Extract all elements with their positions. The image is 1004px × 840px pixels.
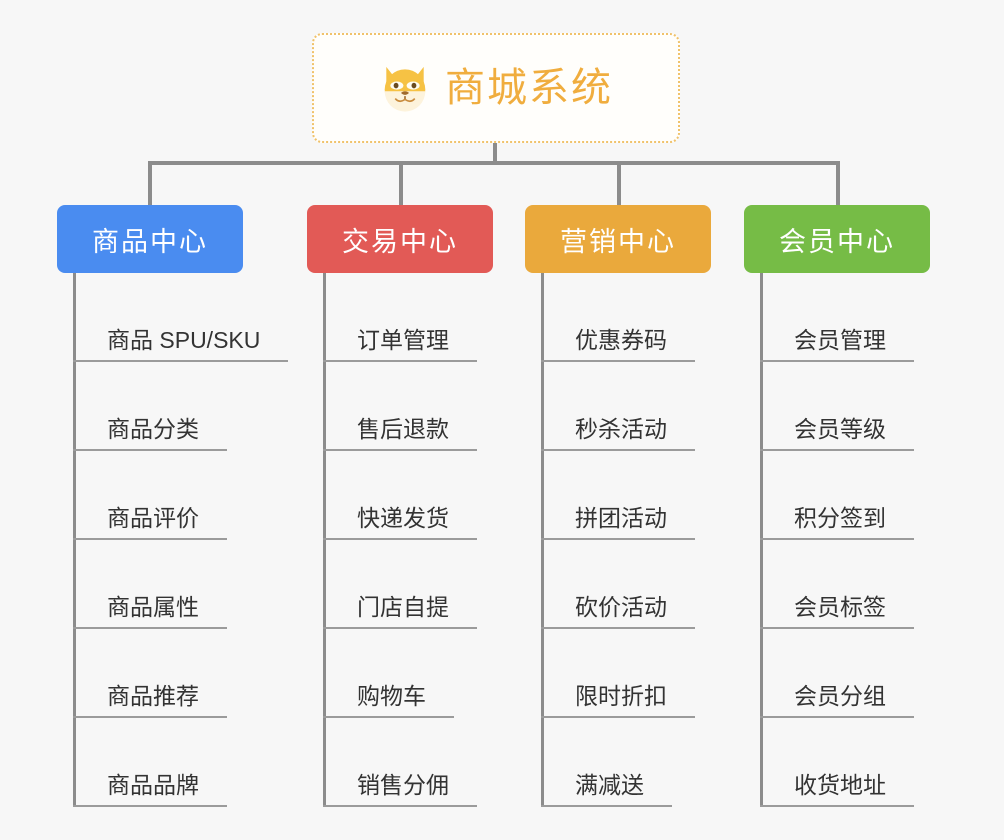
leaf-underline — [73, 627, 227, 629]
branch-header-2[interactable]: 交易中心 — [307, 205, 493, 273]
leaf-label: 会员分组 — [794, 683, 886, 709]
leaf-underline — [541, 360, 695, 362]
branch-product-center: 商品中心 商品 SPU/SKU 商品分类 商品评价 商品属性 商品推荐 — [57, 205, 357, 807]
leaf-label: 销售分佣 — [357, 772, 449, 798]
branch-header-1[interactable]: 商品中心 — [57, 205, 243, 273]
leaf-label: 快递发货 — [357, 505, 449, 531]
leaf-item[interactable]: 商品推荐 — [73, 629, 357, 718]
leaf-underline — [323, 627, 477, 629]
dog-face-icon — [384, 66, 426, 112]
leaf-underline — [73, 360, 288, 362]
leaf-underline — [73, 805, 227, 807]
leaf-item[interactable]: 门店自提 — [323, 540, 567, 629]
leaf-underline — [323, 805, 477, 807]
leaf-item[interactable]: 优惠券码 — [541, 273, 785, 362]
leaf-item[interactable]: 积分签到 — [760, 451, 1004, 540]
leaf-label: 订单管理 — [357, 327, 449, 353]
leaf-label: 砍价活动 — [575, 594, 667, 620]
leaf-label: 秒杀活动 — [575, 416, 667, 442]
leaf-underline — [73, 538, 227, 540]
leaf-label: 商品评价 — [107, 505, 199, 531]
leaf-item[interactable]: 会员管理 — [760, 273, 1004, 362]
branch-header-4[interactable]: 会员中心 — [744, 205, 930, 273]
leaf-underline — [541, 538, 695, 540]
leaf-item[interactable]: 订单管理 — [323, 273, 567, 362]
leaf-item[interactable]: 会员分组 — [760, 629, 1004, 718]
leaf-trunk-2 — [323, 273, 326, 807]
leaf-item[interactable]: 会员等级 — [760, 362, 1004, 451]
leaf-item[interactable]: 商品分类 — [73, 362, 357, 451]
leaf-item[interactable]: 满减送 — [541, 718, 785, 807]
leaf-list-4: 会员管理 会员等级 积分签到 会员标签 会员分组 收货地址 — [744, 273, 1004, 807]
leaf-label: 会员标签 — [794, 594, 886, 620]
leaf-item[interactable]: 砍价活动 — [541, 540, 785, 629]
connector-drop-1 — [148, 161, 152, 205]
branch-header-3[interactable]: 营销中心 — [525, 205, 711, 273]
leaf-label: 优惠券码 — [575, 327, 667, 353]
leaf-item[interactable]: 商品 SPU/SKU — [73, 273, 357, 362]
leaf-label: 会员等级 — [794, 416, 886, 442]
leaf-underline — [760, 805, 914, 807]
leaf-label: 拼团活动 — [575, 505, 667, 531]
leaf-label: 商品品牌 — [107, 772, 199, 798]
leaf-item[interactable]: 限时折扣 — [541, 629, 785, 718]
branch-trade-center: 交易中心 订单管理 售后退款 快递发货 门店自提 购物车 — [307, 205, 567, 807]
leaf-underline — [73, 449, 227, 451]
leaf-underline — [760, 449, 914, 451]
connector-drop-4 — [836, 161, 840, 205]
leaf-label: 商品推荐 — [107, 683, 199, 709]
connector-root-stem — [493, 143, 497, 165]
leaf-label: 商品 SPU/SKU — [107, 327, 261, 353]
leaf-label: 商品分类 — [107, 416, 199, 442]
leaf-label: 会员管理 — [794, 327, 886, 353]
leaf-item[interactable]: 销售分佣 — [323, 718, 567, 807]
leaf-underline — [760, 538, 914, 540]
leaf-trunk-4 — [760, 273, 763, 807]
leaf-label: 积分签到 — [794, 505, 886, 531]
leaf-underline — [73, 716, 227, 718]
leaf-item[interactable]: 收货地址 — [760, 718, 1004, 807]
leaf-label: 满减送 — [575, 772, 644, 798]
leaf-underline — [541, 627, 695, 629]
leaf-label: 限时折扣 — [575, 683, 667, 709]
leaf-item[interactable]: 购物车 — [323, 629, 567, 718]
root-title: 商城系统 — [445, 66, 613, 110]
leaf-item[interactable]: 会员标签 — [760, 540, 1004, 629]
leaf-trunk-1 — [73, 273, 76, 807]
leaf-item[interactable]: 拼团活动 — [541, 451, 785, 540]
leaf-item[interactable]: 秒杀活动 — [541, 362, 785, 451]
leaf-underline — [541, 805, 672, 807]
leaf-list-3: 优惠券码 秒杀活动 拼团活动 砍价活动 限时折扣 满减送 — [525, 273, 785, 807]
leaf-underline — [760, 360, 914, 362]
connector-drop-2 — [399, 161, 403, 205]
root-node[interactable]: 商城系统 — [312, 33, 680, 143]
leaf-label: 购物车 — [357, 683, 426, 709]
leaf-item[interactable]: 售后退款 — [323, 362, 567, 451]
leaf-underline — [323, 360, 477, 362]
leaf-underline — [323, 538, 477, 540]
leaf-underline — [541, 716, 695, 718]
leaf-item[interactable]: 商品品牌 — [73, 718, 357, 807]
branch-member-center: 会员中心 会员管理 会员等级 积分签到 会员标签 会员分组 — [744, 205, 1004, 807]
leaf-label: 售后退款 — [357, 416, 449, 442]
leaf-list-1: 商品 SPU/SKU 商品分类 商品评价 商品属性 商品推荐 商品品牌 — [57, 273, 357, 807]
branch-marketing-center: 营销中心 优惠券码 秒杀活动 拼团活动 砍价活动 限时折扣 — [525, 205, 785, 807]
leaf-underline — [541, 449, 695, 451]
leaf-item[interactable]: 商品评价 — [73, 451, 357, 540]
connector-horizontal-bus — [148, 161, 838, 165]
leaf-item[interactable]: 商品属性 — [73, 540, 357, 629]
leaf-underline — [760, 716, 914, 718]
leaf-label: 收货地址 — [794, 772, 886, 798]
leaf-label: 商品属性 — [107, 594, 199, 620]
leaf-item[interactable]: 快递发货 — [323, 451, 567, 540]
leaf-underline — [323, 716, 454, 718]
leaf-list-2: 订单管理 售后退款 快递发货 门店自提 购物车 销售分佣 — [307, 273, 567, 807]
leaf-underline — [323, 449, 477, 451]
leaf-trunk-3 — [541, 273, 544, 807]
leaf-label: 门店自提 — [357, 594, 449, 620]
leaf-underline — [760, 627, 914, 629]
connector-drop-3 — [617, 161, 621, 205]
